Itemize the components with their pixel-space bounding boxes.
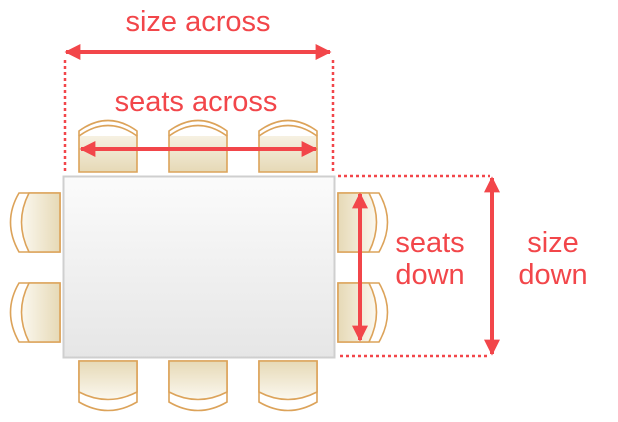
size-down-label: size down	[508, 227, 598, 291]
chair-bottom-3	[258, 360, 318, 412]
chair-right-2	[337, 282, 389, 343]
size-down-line1: size	[527, 227, 579, 259]
size-across-label: size across	[125, 6, 271, 38]
chair-top-2	[168, 119, 228, 173]
seats-down-line2: down	[395, 259, 465, 291]
bottom-chairs	[78, 360, 318, 412]
seats-across-label: seats across	[114, 86, 278, 118]
seats-down-line1: seats	[395, 227, 465, 259]
chair-bottom-2	[168, 360, 228, 412]
chair-bottom-1	[78, 360, 138, 412]
right-chairs	[337, 192, 389, 343]
size-down-line2: down	[518, 259, 588, 291]
chair-left-1	[9, 192, 61, 253]
seats-down-label: seats down	[388, 227, 472, 291]
chair-right-1	[337, 192, 389, 253]
left-chairs	[9, 192, 61, 343]
top-chairs	[78, 119, 318, 173]
chair-top-3	[258, 119, 318, 173]
chair-left-2	[9, 282, 61, 343]
extension-lines	[63, 60, 490, 358]
chair-top-1	[78, 119, 138, 173]
table	[62, 175, 336, 359]
dimension-arrows	[64, 44, 500, 356]
